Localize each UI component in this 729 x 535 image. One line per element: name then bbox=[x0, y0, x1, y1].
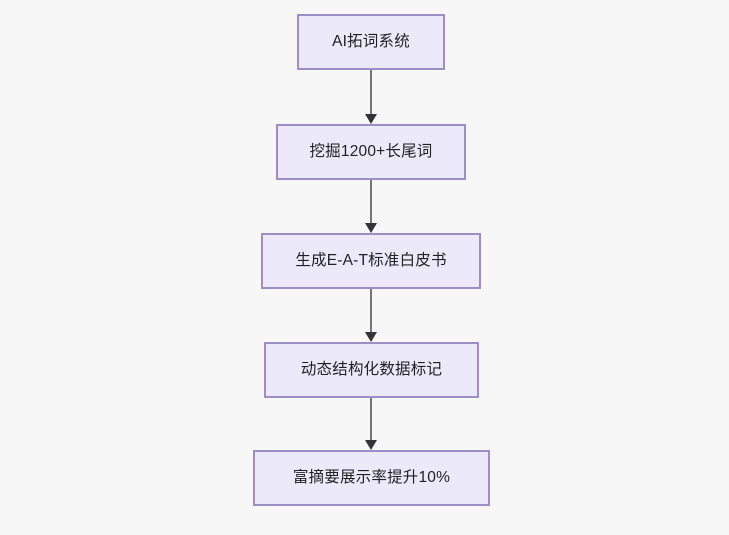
flow-node-ai-keyword-system[interactable]: AI拓词系统 bbox=[297, 14, 445, 70]
arrowhead-icon bbox=[365, 223, 377, 233]
arrowhead-icon bbox=[365, 114, 377, 124]
connector-line bbox=[370, 180, 372, 229]
flow-node-mine-longtail-keywords[interactable]: 挖掘1200+长尾词 bbox=[276, 124, 466, 180]
flow-node-rich-snippet-rate-increase[interactable]: 富摘要展示率提升10% bbox=[253, 450, 490, 506]
flow-node-generate-eat-whitepaper[interactable]: 生成E-A-T标准白皮书 bbox=[261, 233, 481, 289]
connector-line bbox=[370, 70, 372, 120]
arrowhead-icon bbox=[365, 332, 377, 342]
flow-node-label: 挖掘1200+长尾词 bbox=[309, 143, 433, 161]
flow-connector-1 bbox=[365, 70, 377, 124]
flow-connector-3 bbox=[365, 289, 377, 342]
flow-node-label: AI拓词系统 bbox=[332, 33, 410, 51]
flow-node-label: 富摘要展示率提升10% bbox=[292, 469, 451, 487]
flow-node-dynamic-structured-data-markup[interactable]: 动态结构化数据标记 bbox=[264, 342, 479, 398]
arrowhead-icon bbox=[365, 440, 377, 450]
flow-node-label: 动态结构化数据标记 bbox=[300, 361, 443, 379]
flow-connector-4 bbox=[365, 398, 377, 450]
flow-node-label: 生成E-A-T标准白皮书 bbox=[295, 252, 447, 270]
connector-line bbox=[370, 398, 372, 446]
flow-connector-2 bbox=[365, 180, 377, 233]
connector-line bbox=[370, 289, 372, 338]
